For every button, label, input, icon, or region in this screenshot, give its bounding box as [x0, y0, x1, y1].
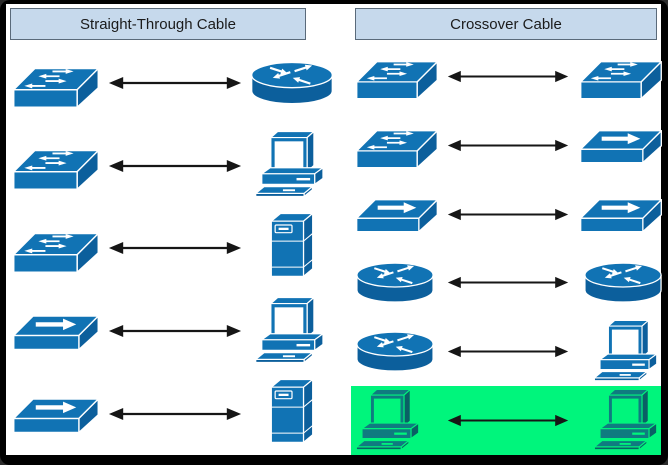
connection-row: [351, 386, 661, 455]
double-arrow-icon: [447, 414, 569, 427]
double-arrow-icon: [447, 276, 569, 289]
hub-icon: [355, 193, 439, 235]
connection-row: [351, 180, 661, 249]
left-device-cell: [355, 193, 447, 235]
connection-row: [8, 125, 314, 208]
connection-row: [351, 317, 661, 386]
right-device-cell: [242, 212, 342, 284]
connection-row: [351, 42, 661, 111]
connection-row: [351, 248, 661, 317]
left-device-cell: [355, 50, 447, 102]
hub-icon: [579, 124, 663, 166]
hub-icon: [579, 193, 663, 235]
connection-rows: [351, 42, 661, 455]
router-icon: [583, 260, 663, 306]
router-icon: [355, 260, 435, 306]
diagram-content: Straight-Through Cable: [6, 4, 661, 455]
connection-rows: [8, 42, 314, 455]
right-device-cell: [569, 193, 665, 235]
double-arrow-icon: [447, 208, 569, 221]
switch-icon: [355, 119, 439, 171]
left-device-cell: [12, 56, 108, 111]
right-device-cell: [242, 59, 342, 108]
left-device-cell: [355, 388, 447, 454]
left-device-cell: [12, 138, 108, 193]
right-device-cell: [569, 124, 665, 166]
connection-row: [8, 207, 314, 290]
right-device-cell: [242, 130, 342, 201]
connection-row: [8, 290, 314, 373]
panel-header: Straight-Through Cable: [10, 8, 306, 40]
pc-icon: [593, 388, 663, 454]
crossover-panel: Crossover Cable: [351, 4, 661, 455]
right-device-cell: [569, 50, 665, 102]
straight-through-panel: Straight-Through Cable: [8, 4, 314, 455]
double-arrow-icon: [108, 407, 242, 421]
double-arrow-icon: [108, 76, 242, 90]
server-icon: [265, 212, 319, 284]
double-arrow-icon: [108, 159, 242, 173]
right-device-cell: [569, 388, 665, 454]
hub-icon: [12, 309, 100, 353]
panel-title: Straight-Through Cable: [80, 15, 236, 33]
double-arrow-icon: [447, 70, 569, 83]
pc-icon: [355, 388, 425, 454]
left-device-cell: [355, 329, 447, 375]
right-device-cell: [569, 319, 665, 385]
left-device-cell: [12, 392, 108, 436]
left-device-cell: [355, 260, 447, 306]
pc-icon: [593, 319, 663, 385]
switch-icon: [355, 50, 439, 102]
double-arrow-icon: [447, 345, 569, 358]
right-device-cell: [242, 378, 342, 450]
router-icon: [355, 329, 435, 375]
switch-icon: [12, 221, 100, 276]
panel-title: Crossover Cable: [450, 15, 562, 33]
left-device-cell: [12, 309, 108, 353]
right-device-cell: [242, 296, 342, 367]
switch-icon: [12, 138, 100, 193]
right-device-cell: [569, 260, 665, 306]
double-arrow-icon: [108, 241, 242, 255]
connection-row: [8, 42, 314, 125]
pc-icon: [254, 130, 330, 201]
panel-header: Crossover Cable: [355, 8, 657, 40]
left-device-cell: [355, 119, 447, 171]
hub-icon: [12, 392, 100, 436]
connection-row: [8, 372, 314, 455]
pc-icon: [254, 296, 330, 367]
switch-icon: [579, 50, 663, 102]
connection-row: [351, 111, 661, 180]
left-device-cell: [12, 221, 108, 276]
switch-icon: [12, 56, 100, 111]
server-icon: [265, 378, 319, 450]
double-arrow-icon: [108, 324, 242, 338]
router-icon: [250, 59, 334, 108]
double-arrow-icon: [447, 139, 569, 152]
